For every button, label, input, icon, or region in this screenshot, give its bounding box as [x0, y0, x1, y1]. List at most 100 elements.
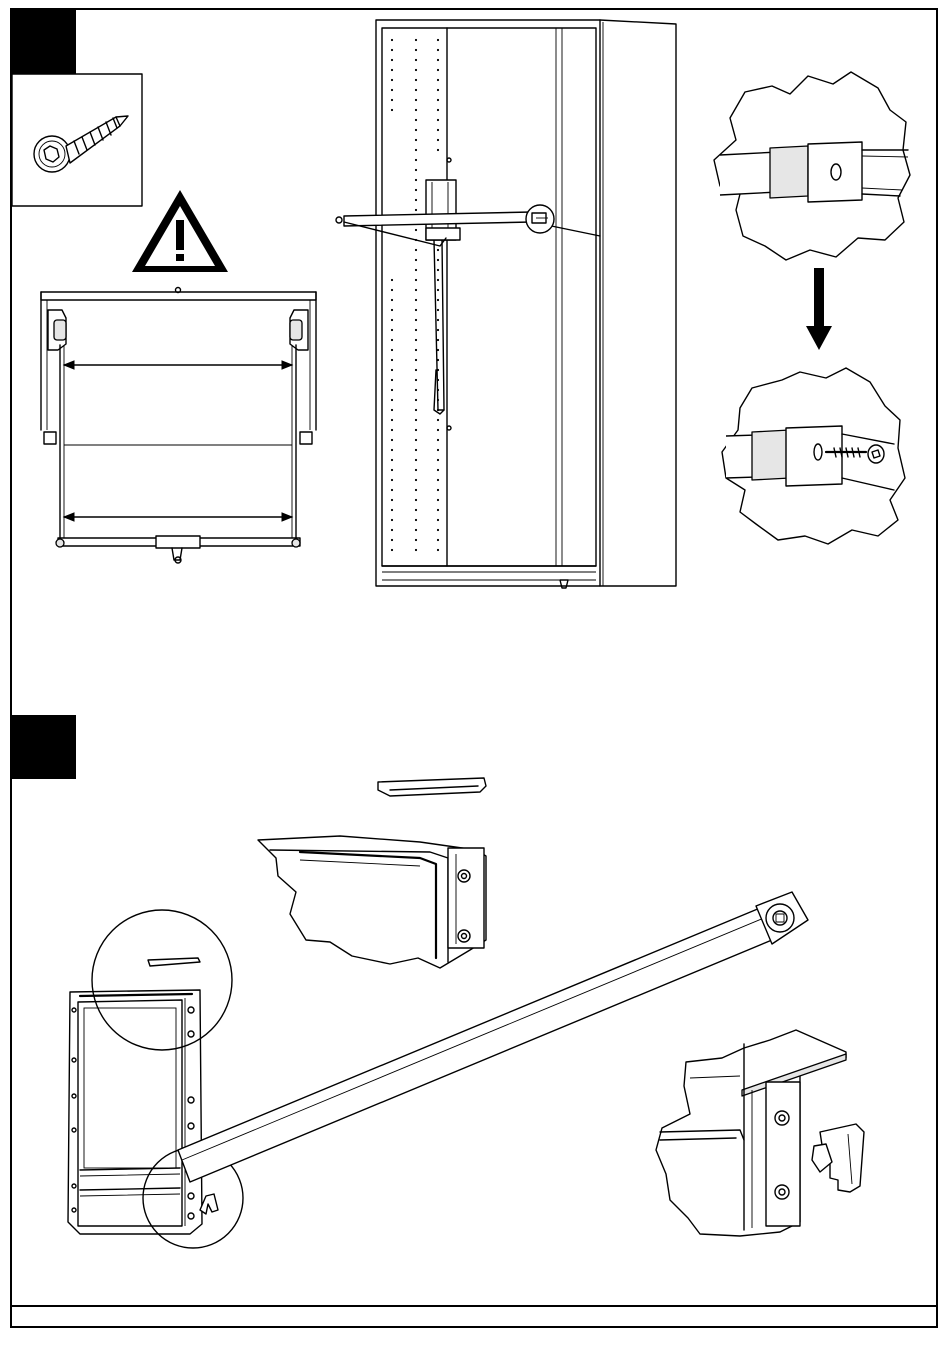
- panel-hole: [415, 379, 417, 381]
- panel-hole: [391, 39, 393, 41]
- panel-hole: [437, 69, 439, 71]
- panel-hole: [391, 369, 393, 371]
- end-cap-part: [378, 778, 486, 796]
- panel-hole: [415, 509, 417, 511]
- panel-hole: [437, 279, 439, 281]
- panel-hole: [415, 359, 417, 361]
- panel-hole: [415, 269, 417, 271]
- panel-hole: [437, 429, 439, 431]
- panel-hole: [437, 289, 439, 291]
- panel-hole: [437, 549, 439, 551]
- detail-bubble-before: [714, 72, 910, 260]
- panel-hole: [415, 309, 417, 311]
- panel-hole: [391, 539, 393, 541]
- panel-hole: [391, 459, 393, 461]
- panel-hole: [437, 319, 439, 321]
- panel-hole: [391, 49, 393, 51]
- panel-hole: [391, 479, 393, 481]
- panel-hole: [391, 279, 393, 281]
- panel-hole: [391, 309, 393, 311]
- wardrobe-drawing: [336, 20, 676, 588]
- panel-hole: [437, 339, 439, 341]
- panel-hole: [415, 189, 417, 191]
- panel-hole: [415, 209, 417, 211]
- detail-bubble-after: [722, 368, 905, 544]
- panel-hole: [391, 429, 393, 431]
- panel-hole: [437, 39, 439, 41]
- panel-hole: [437, 509, 439, 511]
- panel-hole: [415, 469, 417, 471]
- panel-hole: [437, 109, 439, 111]
- panel-hole: [415, 489, 417, 491]
- panel-hole: [437, 259, 439, 261]
- panel-hole: [415, 119, 417, 121]
- panel-hole: [391, 489, 393, 491]
- panel-hole: [437, 119, 439, 121]
- panel-hole: [437, 89, 439, 91]
- panel-hole: [437, 449, 439, 451]
- panel-hole: [391, 339, 393, 341]
- panel-hole: [391, 329, 393, 331]
- panel-hole: [415, 549, 417, 551]
- panel-hole: [391, 299, 393, 301]
- panel-hole: [391, 79, 393, 81]
- panel-hole: [415, 349, 417, 351]
- panel-hole: [415, 319, 417, 321]
- panel-hole: [437, 489, 439, 491]
- panel-hole: [391, 409, 393, 411]
- panel-hole: [415, 419, 417, 421]
- panel-hole: [391, 359, 393, 361]
- panel-hole: [437, 299, 439, 301]
- panel-hole: [391, 449, 393, 451]
- panel-hole: [391, 109, 393, 111]
- panel-hole: [391, 419, 393, 421]
- panel-hole: [415, 369, 417, 371]
- panel-hole: [391, 549, 393, 551]
- panel-hole: [415, 199, 417, 201]
- panel-hole: [415, 249, 417, 251]
- panel-hole: [415, 459, 417, 461]
- panel-hole: [391, 389, 393, 391]
- panel-hole: [415, 49, 417, 51]
- panel-hole: [415, 99, 417, 101]
- panel-hole: [437, 469, 439, 471]
- panel-hole: [437, 129, 439, 131]
- panel-hole: [437, 79, 439, 81]
- panel-hole: [391, 439, 393, 441]
- lift-bracket-drawing: [68, 910, 243, 1248]
- panel-hole: [437, 99, 439, 101]
- down-arrow-icon: [806, 268, 832, 350]
- top-view-diagram: [41, 288, 316, 564]
- panel-hole: [415, 339, 417, 341]
- panel-hole: [415, 89, 417, 91]
- panel-hole: [391, 99, 393, 101]
- detail-bubble-bottom: [656, 1030, 864, 1236]
- panel-hole: [415, 169, 417, 171]
- panel-hole: [437, 139, 439, 141]
- panel-hole: [415, 299, 417, 301]
- panel-hole: [437, 519, 439, 521]
- panel-hole: [415, 109, 417, 111]
- panel-hole: [415, 529, 417, 531]
- panel-hole: [391, 89, 393, 91]
- panel-hole: [391, 69, 393, 71]
- panel-hole: [437, 149, 439, 151]
- panel-hole: [391, 499, 393, 501]
- panel-hole: [391, 399, 393, 401]
- panel-hole: [391, 319, 393, 321]
- panel-hole: [437, 59, 439, 61]
- panel-hole: [437, 479, 439, 481]
- panel-hole: [415, 59, 417, 61]
- panel-hole: [415, 449, 417, 451]
- panel-hole: [391, 469, 393, 471]
- panel-hole: [391, 349, 393, 351]
- screw-icon: [12, 74, 142, 206]
- panel-hole: [415, 539, 417, 541]
- panel-hole: [415, 479, 417, 481]
- panel-hole: [415, 329, 417, 331]
- panel-hole: [415, 179, 417, 181]
- panel-hole: [391, 529, 393, 531]
- panel-hole: [437, 459, 439, 461]
- panel-hole: [391, 59, 393, 61]
